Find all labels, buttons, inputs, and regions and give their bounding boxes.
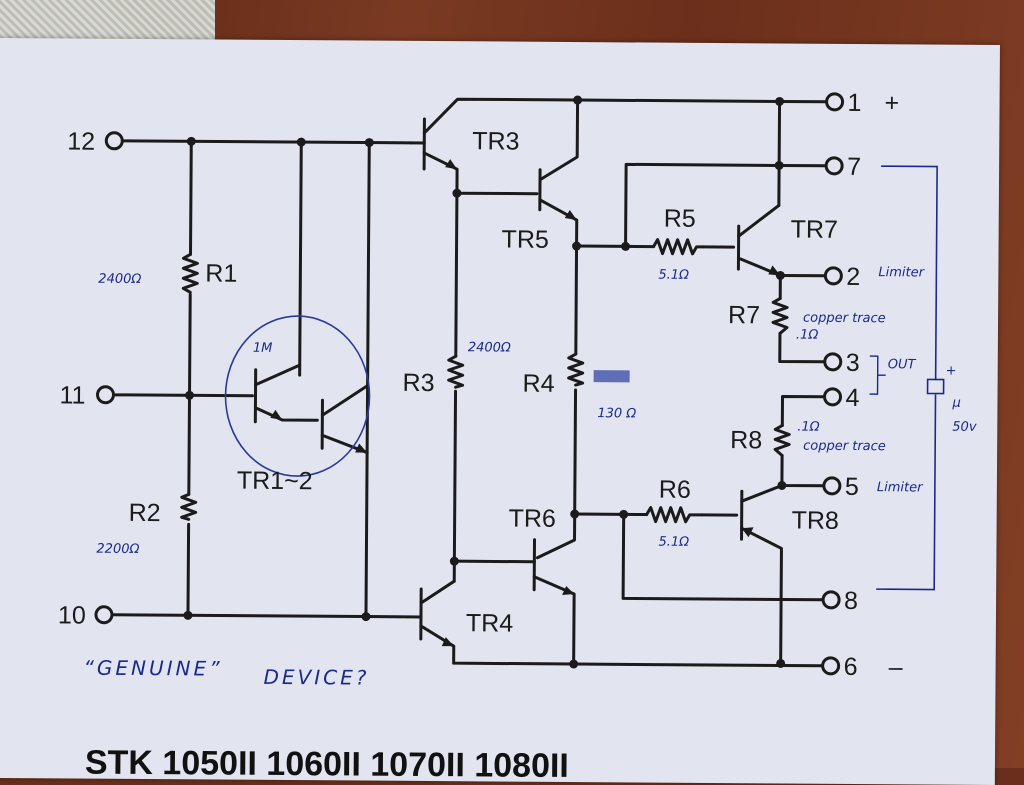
limiter-note-1: Limiter: [878, 265, 925, 280]
r6-label: R6: [659, 476, 691, 504]
r5-label: R5: [664, 205, 696, 233]
lace-cloth: [0, 0, 215, 42]
terminal-8-label: 8: [844, 587, 858, 615]
limiter-note-2: Limiter: [877, 480, 924, 495]
r4-label: R4: [523, 370, 555, 398]
r8-label: R8: [730, 426, 762, 454]
r3-value: 2400Ω: [468, 340, 511, 355]
resistors: [180, 238, 791, 524]
resistor-r7: [771, 296, 789, 335]
cap-plus: +: [946, 364, 957, 379]
r3-label: R3: [403, 369, 435, 397]
emitter-arrows: [270, 159, 781, 647]
cap-voltage: 50v: [952, 420, 977, 435]
terminal-6-label: 6: [844, 653, 858, 681]
terminal-12-label: 12: [67, 127, 95, 155]
terminal-4-label: 4: [845, 384, 859, 412]
terminal-3-label: 3: [846, 349, 860, 377]
r1-value: 2400Ω: [98, 272, 141, 287]
resistor-r4: [567, 352, 585, 387]
resistor-r6: [645, 506, 704, 524]
tr5-label: TR5: [502, 226, 549, 254]
r2-label: R2: [129, 499, 161, 527]
r7-value: .1Ω: [796, 328, 819, 343]
r4-value: 130 Ω: [597, 406, 636, 421]
device-note: DEVICE?: [263, 665, 369, 690]
resistor-r2: [180, 492, 198, 521]
resistor-r3: [447, 354, 465, 389]
tr12-note: 1M: [253, 341, 273, 356]
model-numbers: STK 1050II 1060II 1070II 1080II: [85, 744, 569, 785]
schematic-diagram: 12 11 10 1 7 2 3 4 5 8 6 + – TR3 TR4 TR5…: [58, 89, 977, 785]
hand-drawn-circle: [224, 315, 371, 477]
terminals: [94, 92, 845, 676]
tr8-label: TR8: [792, 507, 839, 535]
r8-value: .1Ω: [797, 420, 820, 435]
terminal-11-label: 11: [59, 381, 85, 409]
r2-value: 2200Ω: [96, 542, 139, 557]
plus-sign: +: [884, 89, 899, 117]
genuine-note: “GENUINE”: [84, 656, 223, 681]
cap-mu: μ: [951, 396, 960, 411]
out-note: OUT: [888, 357, 917, 372]
minus-sign: –: [889, 653, 903, 681]
resistor-r8: [773, 423, 791, 457]
terminal-7-label: 7: [847, 153, 861, 181]
r7-label: R7: [728, 301, 760, 329]
tr4-label: TR4: [466, 609, 514, 637]
tr6-label: TR6: [509, 505, 556, 533]
terminal-10-label: 10: [58, 601, 86, 629]
resistor-r1: [181, 252, 199, 294]
copper-trace-note-2: copper trace: [803, 439, 886, 455]
terminal-2-label: 2: [846, 263, 860, 291]
r6-value: 5.1Ω: [658, 535, 689, 550]
copper-trace-note-1: copper trace: [803, 311, 886, 327]
junction-dots: [183, 95, 787, 669]
out-bracket: [869, 355, 886, 395]
terminal-5-label: 5: [845, 473, 859, 501]
schematic-paper: 12 11 10 1 7 2 3 4 5 8 6 + – TR3 TR4 TR5…: [0, 38, 1000, 785]
tr1-2-label: TR1~2: [237, 467, 313, 496]
r1-label: R1: [205, 259, 237, 287]
terminal-1-label: 1: [847, 89, 861, 117]
r5-value: 5.1Ω: [658, 268, 689, 283]
tr7-label: TR7: [791, 216, 838, 244]
resistor-r5: [652, 238, 706, 256]
tr3-label: TR3: [472, 127, 519, 155]
scribble-mark: [593, 370, 630, 383]
